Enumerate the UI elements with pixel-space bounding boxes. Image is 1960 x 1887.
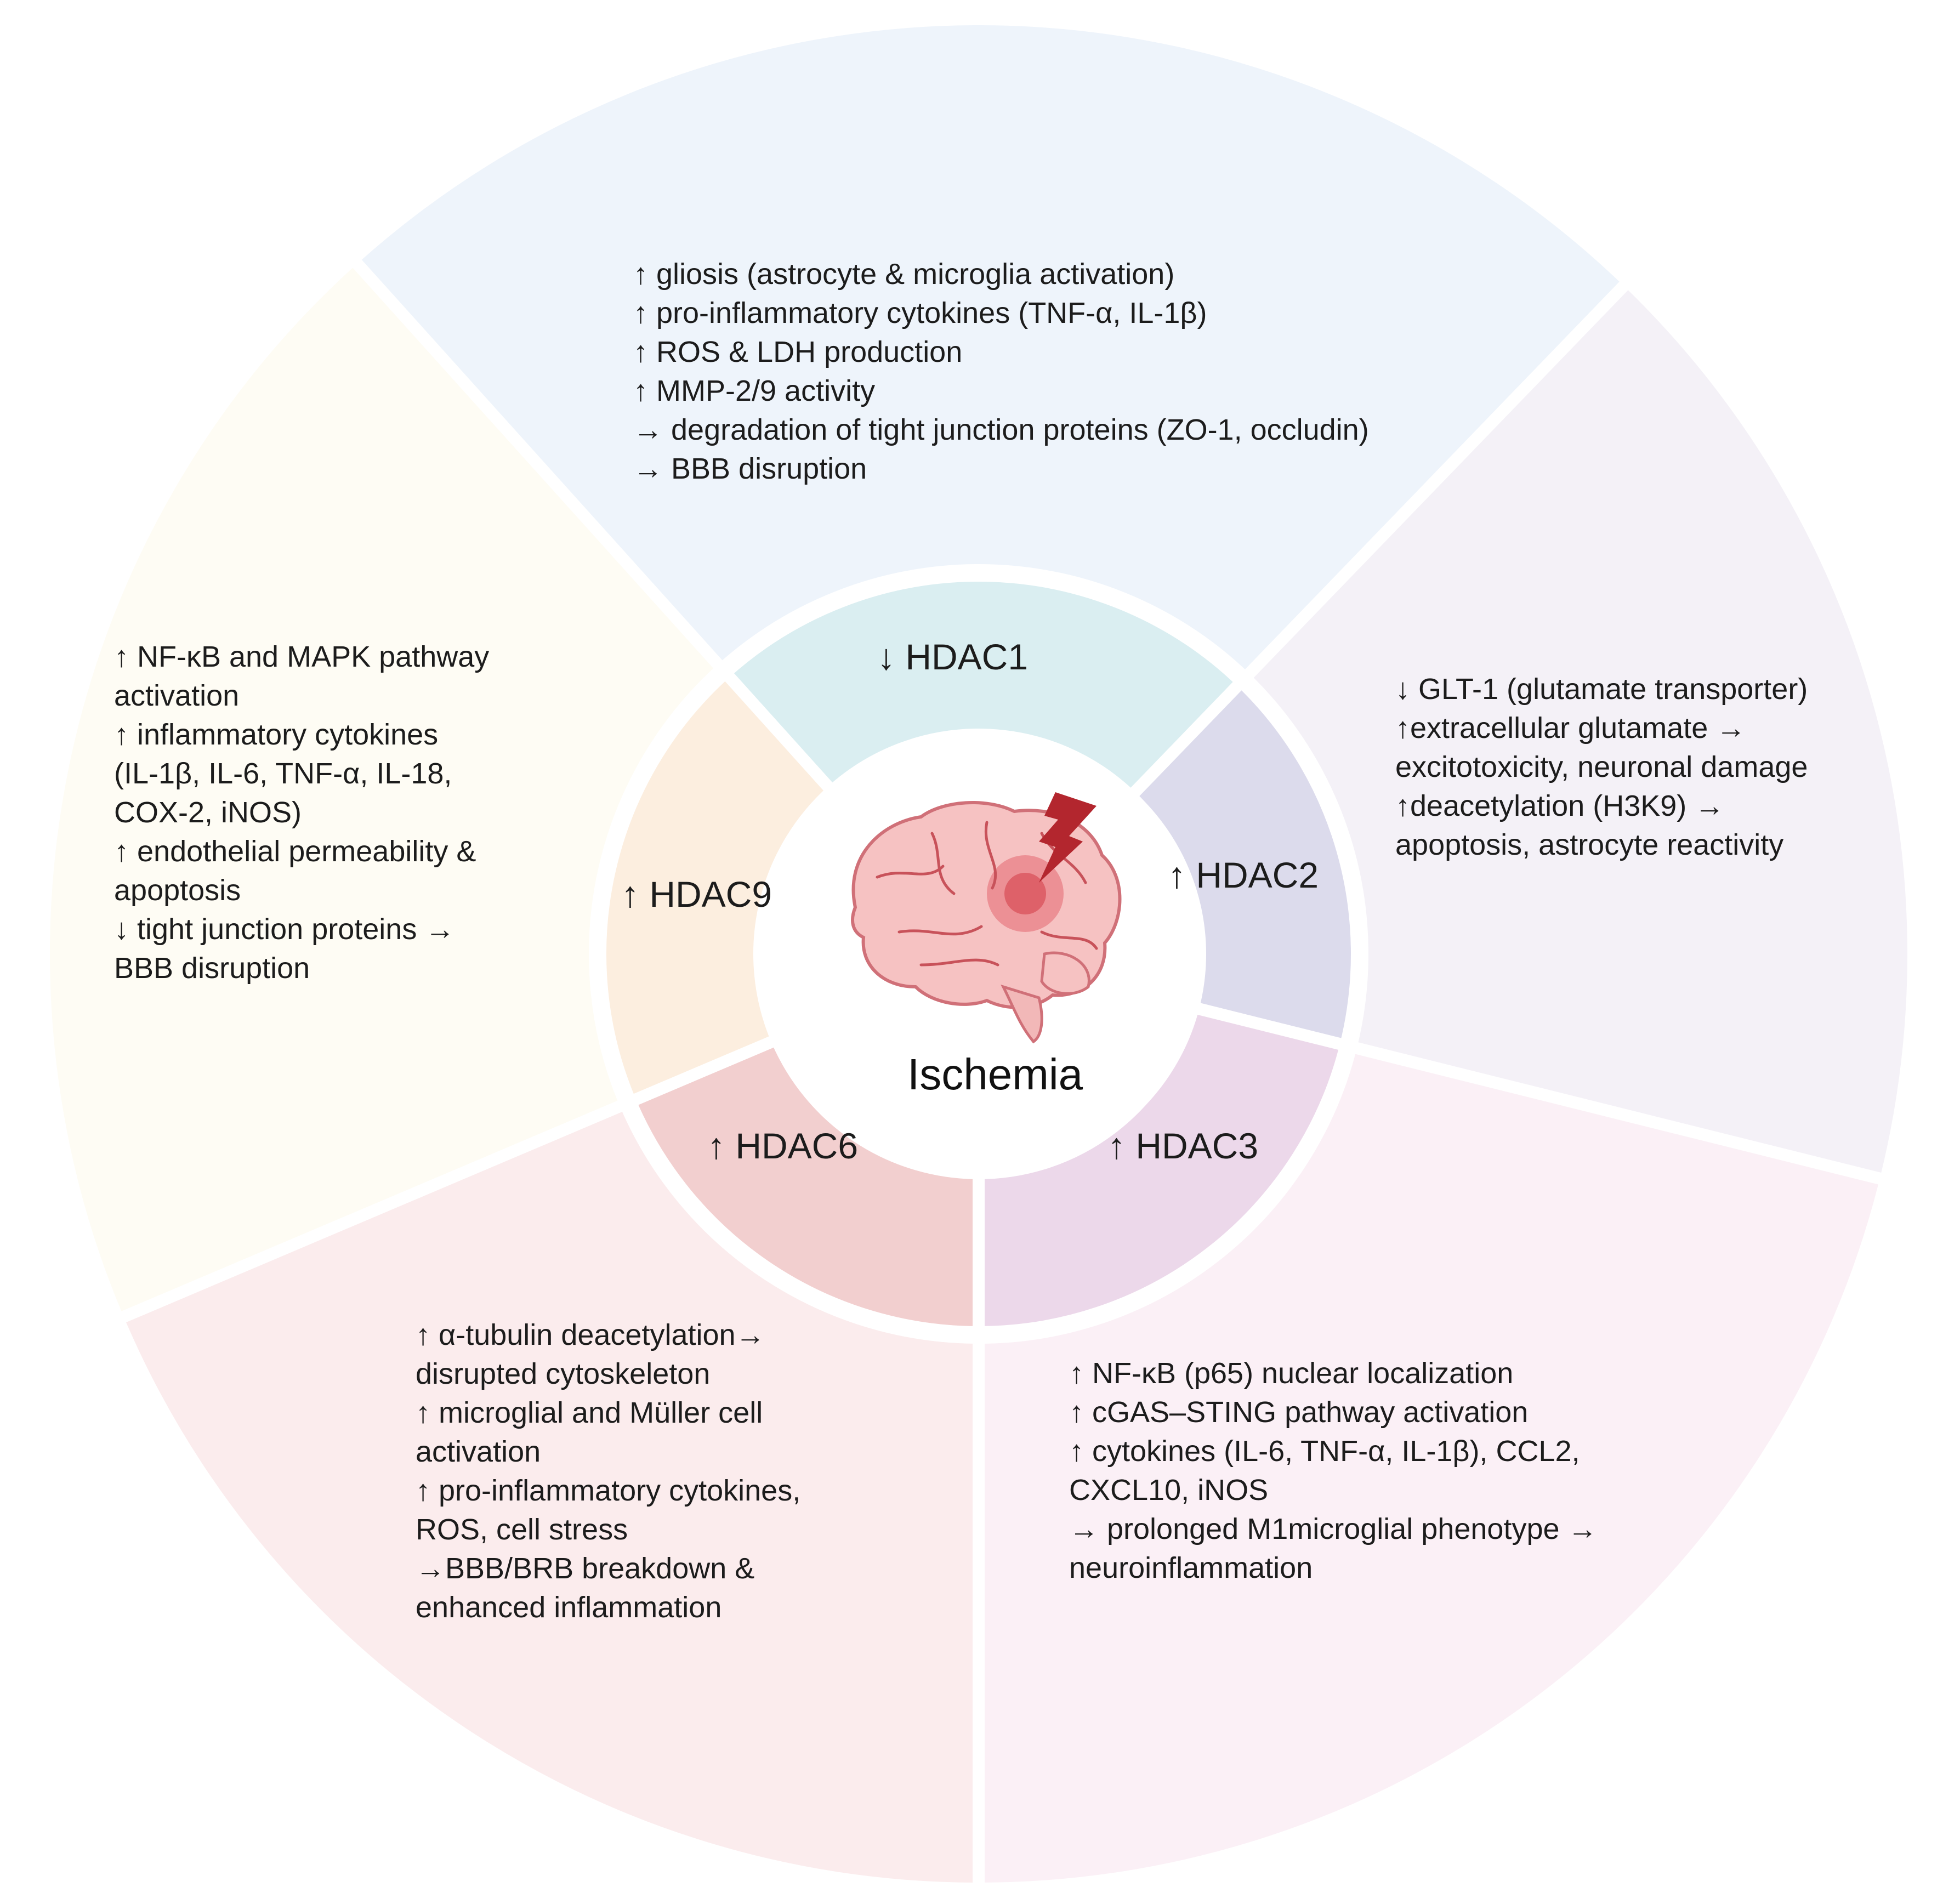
effect-line: ↑ pro-inflammatory cytokines, — [416, 1474, 801, 1507]
effect-line: → BBB disruption — [633, 452, 867, 485]
effect-line: ↑ ROS & LDH production — [633, 336, 963, 368]
effect-line: apoptosis — [114, 874, 241, 907]
inner-ring — [594, 570, 1363, 1339]
effect-line: enhanced inflammation — [416, 1591, 722, 1624]
effect-line: neuroinflammation — [1069, 1551, 1313, 1584]
effect-line: ↑ NF-κB and MAPK pathway — [114, 640, 490, 673]
effect-line: excitotoxicity, neuronal damage — [1395, 751, 1808, 783]
hdac6-effects: ↑ α-tubulin deacetylation→ disrupted cyt… — [416, 1316, 800, 1627]
effect-line: ↑ gliosis (astrocyte & microglia activat… — [633, 258, 1175, 291]
effect-line: apoptosis, astrocyte reactivity — [1395, 828, 1784, 861]
lightning-icon — [1039, 792, 1097, 883]
effect-line: ↑ cytokines (IL-6, TNF-α, IL-1β), CCL2, — [1069, 1435, 1580, 1468]
effect-line: → prolonged M1microglial phenotype → — [1069, 1513, 1598, 1545]
effect-line: CXCL10, iNOS — [1069, 1474, 1269, 1507]
effect-line: ↑ microglial and Müller cell — [416, 1396, 763, 1429]
hdac1-label: ↓ HDAC1 — [877, 636, 1029, 677]
hdac3-label: ↑ HDAC3 — [1107, 1126, 1259, 1166]
effect-line: ROS, cell stress — [416, 1513, 628, 1546]
hdac9-inner-sector — [594, 664, 840, 1110]
hdac9-label: ↑ HDAC9 — [621, 874, 772, 914]
effect-line: ↓ GLT-1 (glutamate transporter) — [1395, 673, 1808, 706]
hdac6-inner-sector — [622, 1031, 985, 1339]
effect-line: COX-2, iNOS) — [114, 796, 302, 829]
effect-line: → degradation of tight junction proteins… — [633, 413, 1369, 446]
effect-line: ↑ MMP-2/9 activity — [633, 374, 876, 407]
effect-line: ↑ endothelial permeability & — [114, 835, 476, 868]
hdac2-effects: ↓ GLT-1 (glutamate transporter) ↑extrace… — [1395, 670, 1808, 865]
hdac6-label: ↑ HDAC6 — [707, 1126, 859, 1166]
effect-line: ↑extracellular glutamate → — [1395, 712, 1746, 744]
effect-line: ↑ cGAS–STING pathway activation — [1069, 1396, 1529, 1429]
effect-line: ↑ inflammatory cytokines — [114, 718, 439, 751]
center-label: Ischemia — [907, 1050, 1083, 1099]
hdac3-effects: ↑ NF-κB (p65) nuclear localization ↑ cGA… — [1069, 1354, 1598, 1588]
effect-line: (IL-1β, IL-6, TNF-α, IL-18, — [114, 757, 452, 790]
effect-line: ↑ pro-inflammatory cytokines (TNF-α, IL-… — [633, 297, 1207, 329]
hdac2-label: ↑ HDAC2 — [1168, 855, 1319, 895]
effect-line: ↓ tight junction proteins → — [114, 913, 455, 946]
hdac1-inner-sector — [717, 570, 1250, 805]
effect-line: ↑ α-tubulin deacetylation→ — [416, 1318, 765, 1351]
hdac9-effects: ↑ NF-κB and MAPK pathway activation ↑ in… — [114, 638, 489, 988]
effect-line: ↑ NF-κB (p65) nuclear localization — [1069, 1357, 1514, 1390]
effect-line: activation — [114, 679, 240, 712]
effect-line: ↑deacetylation (H3K9) → — [1395, 789, 1725, 822]
effect-line: disrupted cytoskeleton — [416, 1357, 711, 1390]
hdac1-effects: ↑ gliosis (astrocyte & microglia activat… — [633, 255, 1369, 488]
effect-line: BBB disruption — [114, 952, 310, 985]
effect-line: activation — [416, 1435, 541, 1468]
effect-line: →BBB/BRB breakdown & — [416, 1552, 755, 1585]
